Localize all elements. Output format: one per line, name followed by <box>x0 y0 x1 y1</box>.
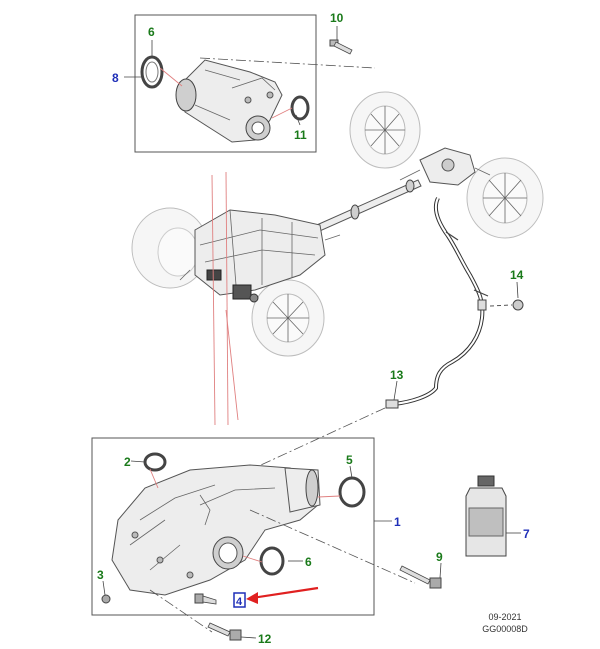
transfer-case-housing <box>111 464 321 596</box>
callout-3: 3 <box>97 568 104 582</box>
callout-12: 12 <box>258 632 272 646</box>
vehicle-drivetrain-view <box>131 91 544 426</box>
actuator-housing <box>175 59 283 143</box>
callout-2: 2 <box>124 455 131 469</box>
footer-date: 09-2021 <box>488 612 521 622</box>
bottom-detail-panel <box>91 437 416 633</box>
callout-7: 7 <box>523 527 530 541</box>
bottom-detail-frame <box>91 437 375 616</box>
drain-plug-part-4 <box>194 593 217 605</box>
fluid-bottle-part-7 <box>465 475 521 557</box>
rear-wheel-lower <box>466 157 544 239</box>
bolt-part-12 <box>207 622 257 641</box>
bolt-part-9 <box>399 562 442 589</box>
top-detail-frame <box>134 14 317 153</box>
front-wheel-left <box>131 207 209 289</box>
callout-9: 9 <box>436 550 443 564</box>
propeller-shaft <box>309 179 422 235</box>
engine-transmission-block <box>179 209 341 303</box>
seal-ring-part-6 <box>259 546 285 576</box>
callout-14: 14 <box>510 268 524 282</box>
callout-13: 13 <box>390 368 404 382</box>
seal-ring-part-11 <box>290 95 310 121</box>
top-detail-panel <box>134 14 376 153</box>
seal-ring-part-2 <box>143 452 167 472</box>
rear-wheel-upper <box>349 91 421 169</box>
callout-4: 4 <box>236 596 243 608</box>
callout-6-top: 6 <box>148 25 155 39</box>
highlight-box <box>233 592 246 608</box>
callout-6-bottom: 6 <box>305 555 312 569</box>
callout-1: 1 <box>394 515 401 529</box>
highlight-arrow <box>246 586 319 604</box>
callout-11: 11 <box>294 128 307 142</box>
seal-ring-part-5 <box>338 476 366 508</box>
front-wheel-right <box>251 279 325 357</box>
bolt-part-3 <box>101 580 111 604</box>
callout-8: 8 <box>112 71 119 85</box>
wiring-harness-part-13 <box>385 197 489 409</box>
callout-5: 5 <box>346 453 353 467</box>
bolt-part-10 <box>329 26 353 55</box>
callout-10: 10 <box>330 11 344 25</box>
rear-differential <box>399 147 491 186</box>
sensor-clip-part-14 <box>489 281 524 311</box>
footer-code: GG00008D <box>482 624 528 634</box>
seal-ring-part-8 <box>140 55 164 89</box>
